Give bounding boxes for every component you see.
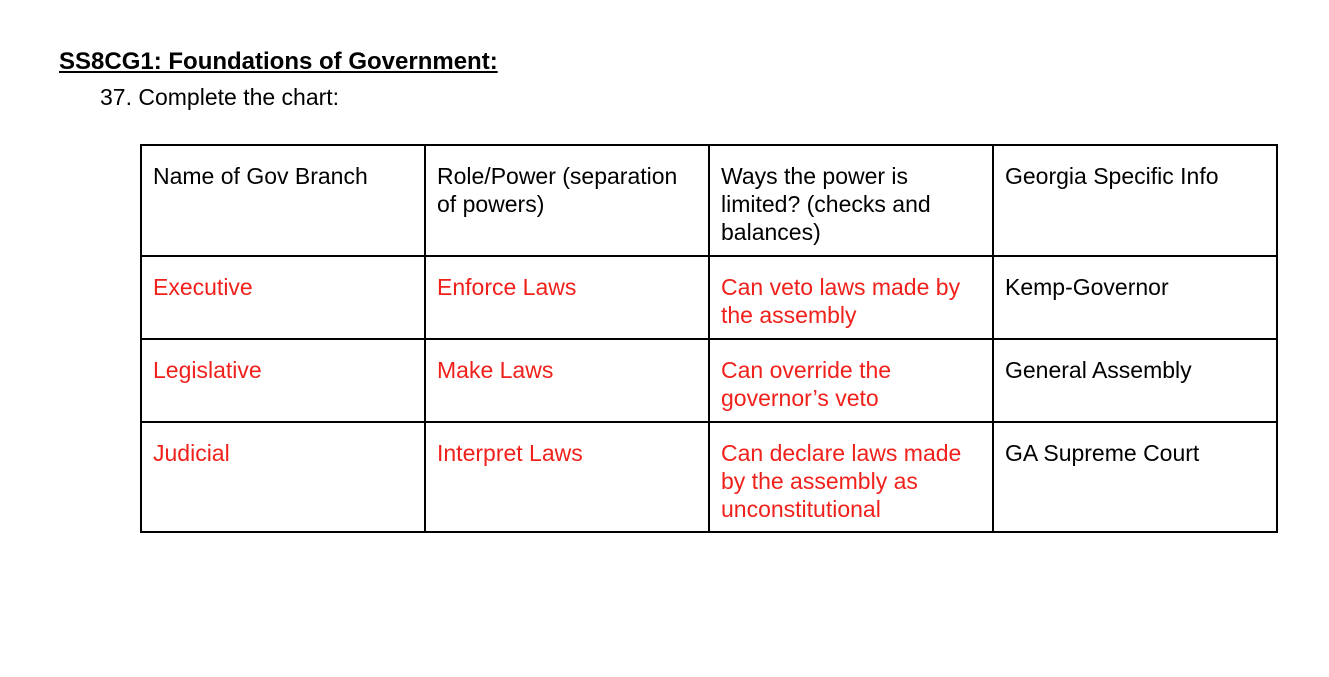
limits-cell: Can veto laws made by the assembly <box>708 255 994 340</box>
table-row: Legislative Make Laws Can override the g… <box>140 338 1278 423</box>
role-cell: Interpret Laws <box>424 421 710 533</box>
question-prompt: 37. Complete the chart: <box>100 84 340 110</box>
branch-name-cell: Legislative <box>140 338 426 423</box>
role-cell: Enforce Laws <box>424 255 710 340</box>
government-branches-chart: Name of Gov Branch Role/Power (separatio… <box>140 144 1278 533</box>
limits-cell: Can declare laws made by the assembly as… <box>708 421 994 533</box>
header-branch-name: Name of Gov Branch <box>140 144 426 257</box>
branch-name-cell: Executive <box>140 255 426 340</box>
table-row: Executive Enforce Laws Can veto laws mad… <box>140 255 1278 340</box>
role-cell: Make Laws <box>424 338 710 423</box>
header-georgia-info: Georgia Specific Info <box>992 144 1278 257</box>
limits-cell: Can override the governor’s veto <box>708 338 994 423</box>
header-power-limits: Ways the power is limited? (checks and b… <box>708 144 994 257</box>
header-role-power: Role/Power (separation of powers) <box>424 144 710 257</box>
page-heading: SS8CG1: Foundations of Government: <box>59 48 498 75</box>
georgia-info-cell: General Assembly <box>992 338 1278 423</box>
georgia-info-cell: Kemp-Governor <box>992 255 1278 340</box>
table-row: Judicial Interpret Laws Can declare laws… <box>140 421 1278 533</box>
table-header-row: Name of Gov Branch Role/Power (separatio… <box>140 144 1278 257</box>
georgia-info-cell: GA Supreme Court <box>992 421 1278 533</box>
branch-name-cell: Judicial <box>140 421 426 533</box>
